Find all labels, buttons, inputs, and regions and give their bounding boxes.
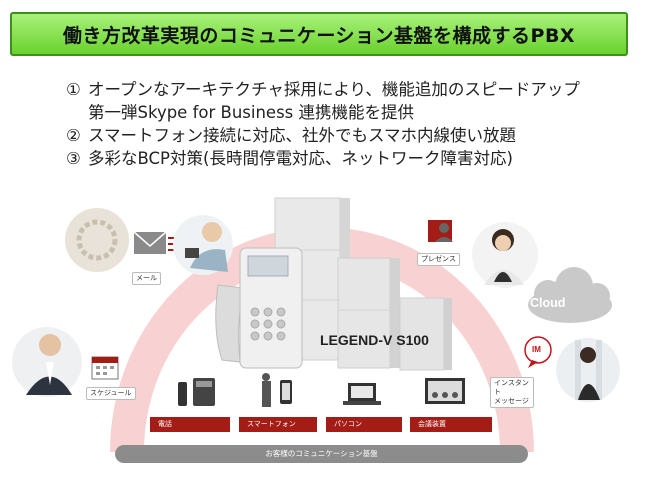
desk-phone-icon bbox=[215, 247, 303, 369]
im-bubble-icon bbox=[524, 336, 552, 368]
tag-schedule: スケジュール bbox=[86, 387, 136, 400]
title-banner: 働き方改革実現のコミュニケーション基盤を構成するPBX bbox=[10, 12, 628, 56]
device-label-pc: パソコン bbox=[326, 417, 402, 432]
feature-text: オープンなアーキテクチャ採用により、機能追加のスピードアップ bbox=[88, 80, 580, 99]
feature-number: ② bbox=[66, 126, 81, 145]
phone-device-icons bbox=[178, 378, 215, 406]
feature-item-1: ① オープンなアーキテクチャ採用により、機能追加のスピードアップ bbox=[66, 78, 626, 101]
cloud-label: Cloud bbox=[530, 296, 566, 310]
tag-instant-message: インスタント メッセージ bbox=[490, 377, 534, 408]
worker-photo bbox=[173, 215, 233, 275]
device-label-conference: 会議装置 bbox=[410, 417, 492, 432]
feature-item-2: ② スマートフォン接続に対応、社外でもスマホ内線使い放題 bbox=[66, 124, 626, 147]
feature-subtext: 第一弾Skype for Business 連携機能を提供 bbox=[88, 103, 415, 122]
arch-shape bbox=[110, 227, 534, 452]
im-badge: IM bbox=[532, 345, 541, 354]
feature-number: ① bbox=[66, 80, 81, 99]
feature-number: ③ bbox=[66, 149, 81, 168]
device-label-phone: 電話 bbox=[150, 417, 230, 432]
product-name: LEGEND-V S100 bbox=[320, 332, 429, 348]
device-label-smartphone: スマートフォン bbox=[239, 417, 317, 432]
feature-list: ① オープンなアーキテクチャ採用により、機能追加のスピードアップ 第一弾Skyp… bbox=[66, 78, 626, 170]
presence-icon bbox=[428, 220, 453, 242]
tag-presence: プレゼンス bbox=[417, 253, 460, 266]
illustration-graphics bbox=[12, 197, 620, 452]
calendar-icon bbox=[91, 356, 119, 380]
smartphone-device-icons bbox=[262, 373, 292, 407]
feature-text: 多彩なBCP対策(長時間停電対応、ネットワーク障害対応) bbox=[88, 149, 513, 168]
page-title: 働き方改革実現のコミュニケーション基盤を構成するPBX bbox=[62, 24, 576, 47]
cloud-icon bbox=[528, 267, 612, 323]
base-platform-bar: お客様のコミュニケーション基盤 bbox=[115, 445, 528, 463]
feature-item-1-sub: 第一弾Skype for Business 連携機能を提供 bbox=[66, 101, 626, 124]
feature-item-3: ③ 多彩なBCP対策(長時間停電対応、ネットワーク障害対応) bbox=[66, 147, 626, 170]
woman-window-photo bbox=[556, 338, 620, 402]
mail-icon bbox=[133, 231, 178, 254]
illustration: LEGEND-V S100 メール スケジュール プレゼンス インスタント メッ… bbox=[0, 190, 645, 487]
conference-device-icon bbox=[425, 378, 465, 404]
gear-photo bbox=[65, 208, 129, 272]
feature-text: スマートフォン接続に対応、社外でもスマホ内線使い放題 bbox=[88, 126, 517, 145]
tag-mail: メール bbox=[132, 272, 161, 285]
businessman-photo bbox=[12, 327, 82, 397]
pc-device-icon bbox=[343, 383, 381, 405]
woman-phone-photo bbox=[472, 222, 538, 288]
